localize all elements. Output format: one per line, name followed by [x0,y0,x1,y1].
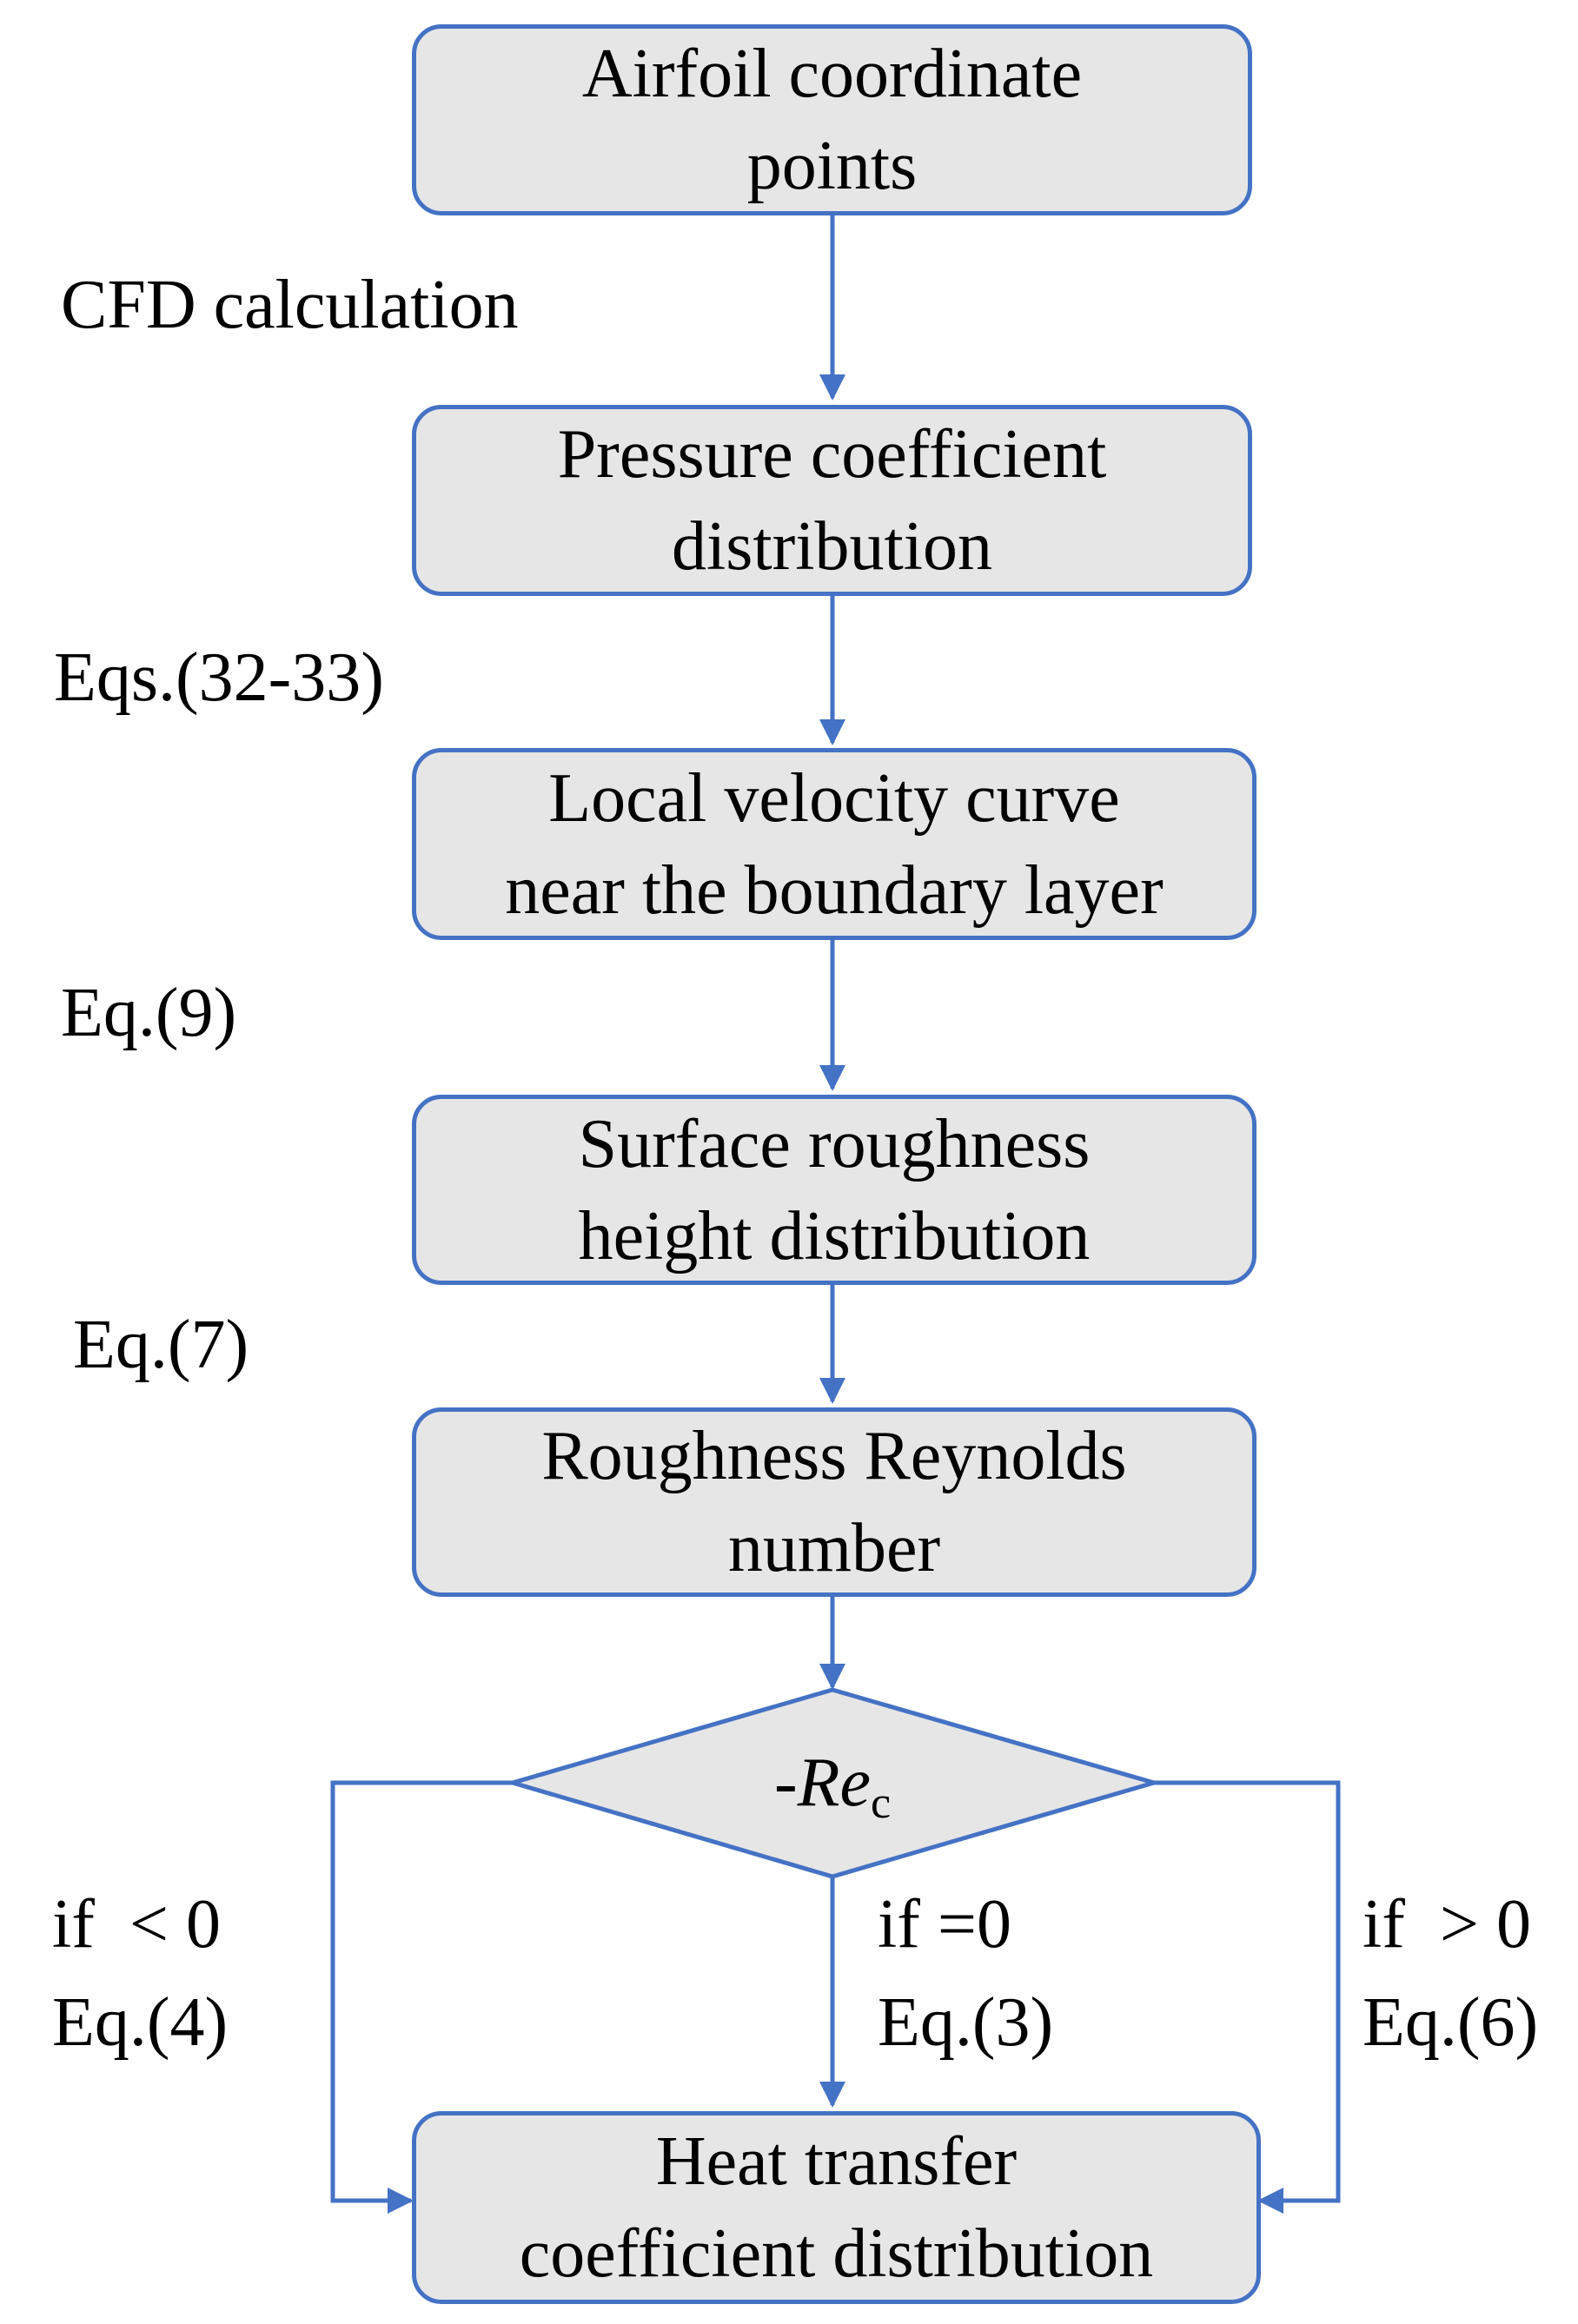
node-label-line1: Heat transfer [655,2123,1018,2200]
node-label-line2: coefficient distribution [519,2215,1154,2292]
node-label-line2: near the boundary layer [505,851,1164,929]
edge-label-middle-condition: if =0 [878,1886,1011,1963]
node-pressure-coefficient-distribution: Pressure coefficient distribution [412,405,1252,596]
edge-label-cfd-calculation: CFD calculation [61,267,519,343]
decision-variable: Re [797,1745,871,1821]
edge-label-left-equation: Eq.(4) [52,1984,229,2061]
arrow-decision-to-heat-right [1154,1780,1341,2214]
edge-label-middle-equation: Eq.(3) [878,1984,1054,2061]
edge-label-left-condition: if < 0 [52,1886,221,1963]
edge-label-eq9: Eq.(9) [61,975,237,1051]
decision-label: -Rec [746,1739,919,1847]
node-label-line2: height distribution [578,1197,1091,1275]
node-airfoil-coordinate-points: Airfoil coordinate points [412,24,1252,215]
edge-label-eq7: Eq.(7) [73,1307,249,1383]
arrow-decision-to-heat-left [330,1780,513,2214]
decision-diamond [505,1687,1162,1879]
node-label-line1: Local velocity curve [548,759,1120,837]
node-label-line1: Airfoil coordinate [581,36,1083,112]
node-label-line1: Surface roughness [578,1105,1091,1182]
node-label-line1: Pressure coefficient [557,416,1107,493]
node-label-line1: Roughness Reynolds [541,1418,1127,1494]
node-label-line2: distribution [672,508,992,585]
node-heat-transfer-coefficient: Heat transfer coefficient distribution [412,2111,1261,2304]
edge-label-right-condition: if > 0 [1363,1886,1531,1963]
edge-label-right-equation: Eq.(6) [1363,1984,1539,2061]
node-label-line2: points [746,128,918,204]
node-roughness-reynolds-number: Roughness Reynolds number [412,1407,1256,1597]
node-local-velocity-curve: Local velocity curve near the boundary l… [412,748,1256,940]
node-surface-roughness-height: Surface roughness height distribution [412,1095,1256,1285]
node-label-line2: number [727,1510,941,1586]
edge-label-eqs-32-33: Eqs.(32-33) [54,639,384,716]
decision-subscript: c [870,1778,892,1828]
decision-prefix: - [773,1745,798,1821]
